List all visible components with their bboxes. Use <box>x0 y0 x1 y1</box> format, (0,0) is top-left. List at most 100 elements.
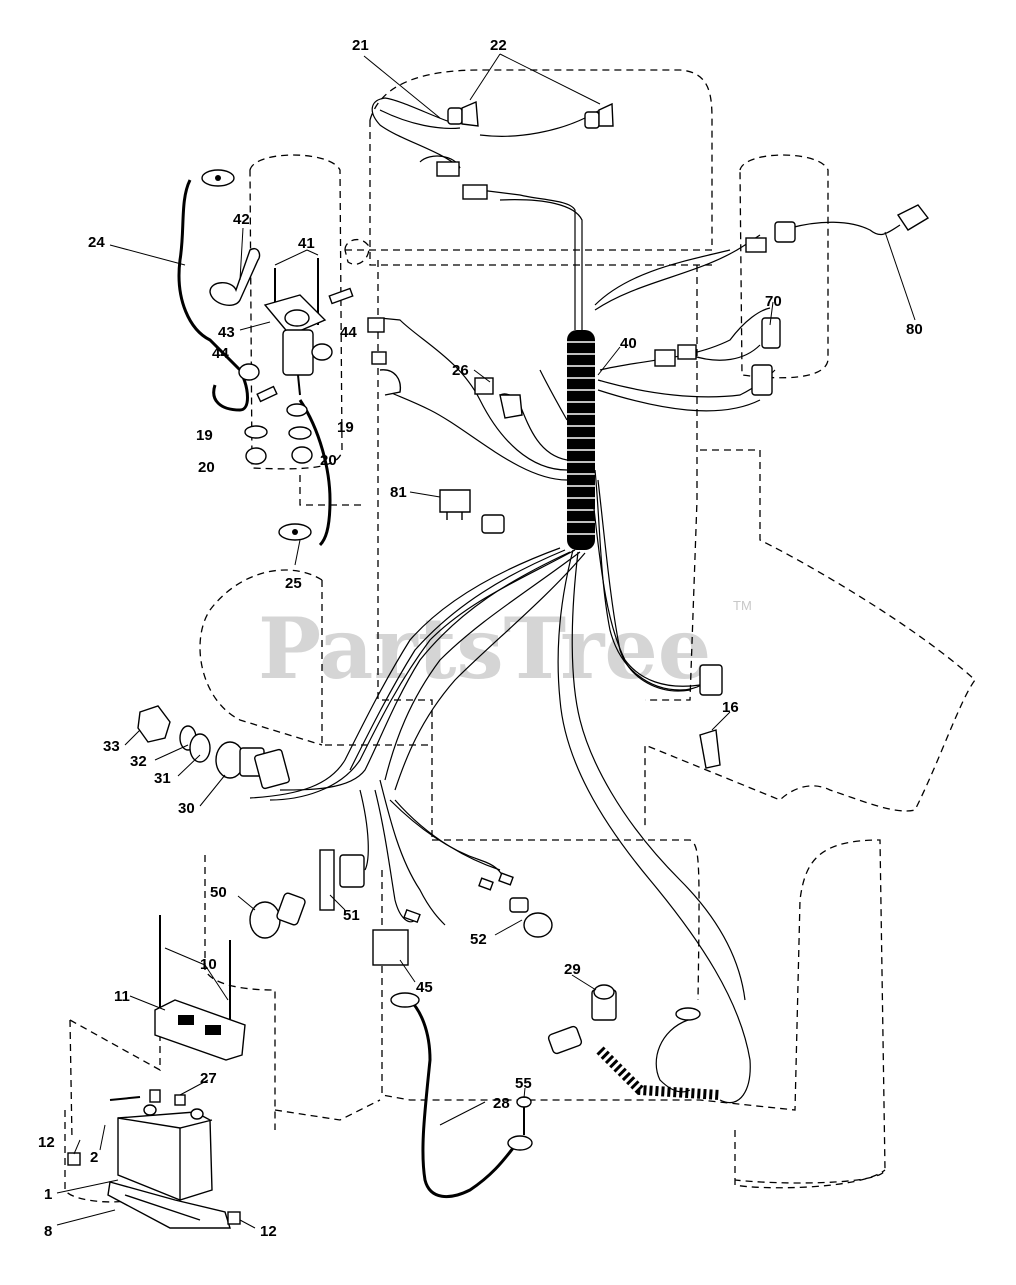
front-right-wheel <box>739 154 829 379</box>
callout-32: 32 <box>130 753 147 770</box>
deck-left <box>199 569 323 746</box>
tractor-outline <box>64 69 976 1203</box>
callout-42: 42 <box>233 211 250 228</box>
battery-side <box>69 1019 73 1141</box>
nut-44a <box>238 363 260 381</box>
callout-43: 43 <box>218 324 235 341</box>
callout-44-right: 44 <box>340 324 357 341</box>
washer-19a <box>244 425 268 439</box>
rear-right-wheel <box>734 1130 886 1189</box>
callout-81: 81 <box>390 484 407 501</box>
connector-51 <box>339 854 365 888</box>
callout-40: 40 <box>620 335 637 352</box>
callout-27: 27 <box>200 1070 217 1087</box>
watermark: PartsTree TM <box>258 598 752 698</box>
callout-19-left: 19 <box>196 427 213 444</box>
relay-70 <box>761 317 781 349</box>
nut-12b <box>227 1211 241 1225</box>
callout-80: 80 <box>906 321 923 338</box>
coil-cord <box>596 1046 721 1100</box>
light-50 <box>249 901 281 939</box>
switch-50 <box>276 892 306 926</box>
connector-81 <box>439 489 471 520</box>
callout-20-left: 20 <box>198 459 215 476</box>
nut-44b <box>311 343 333 361</box>
deck-center <box>321 580 432 746</box>
seat-top <box>432 839 700 1001</box>
callout-24: 24 <box>88 234 105 251</box>
wiring-harness <box>177 97 901 1199</box>
frame-front-tab <box>299 475 365 506</box>
washer-19b <box>288 426 312 440</box>
watermark-trademark: TM <box>733 598 752 613</box>
bracket-45 <box>372 929 409 966</box>
key-33 <box>137 705 171 743</box>
boot-42 <box>209 248 261 306</box>
callout-labels: 21 22 24 42 41 43 44 44 19 19 20 20 25 2… <box>38 37 923 1240</box>
callout-55: 55 <box>515 1075 532 1092</box>
switch-16 <box>699 729 721 769</box>
hood-outline <box>369 69 713 245</box>
callout-8: 8 <box>44 1223 52 1240</box>
harness-conduit <box>567 330 595 550</box>
switch-80 <box>896 204 930 231</box>
callout-50: 50 <box>210 884 227 901</box>
rear-body <box>381 839 886 1184</box>
ignition-switch-30 <box>215 741 290 790</box>
plate-51 <box>319 849 335 911</box>
rear-floor <box>274 1099 381 1121</box>
callout-20-right: 20 <box>320 452 337 469</box>
callout-51: 51 <box>343 907 360 924</box>
callout-1: 1 <box>44 1186 52 1203</box>
switch-52 <box>509 897 529 913</box>
callout-2: 2 <box>90 1149 98 1166</box>
callout-19-right: 19 <box>337 419 354 436</box>
callout-31: 31 <box>154 770 171 787</box>
callout-11: 11 <box>114 988 130 1005</box>
nut-20a <box>245 447 267 465</box>
callout-12-right: 12 <box>260 1223 277 1240</box>
callout-33: 33 <box>103 738 120 755</box>
connector-26b <box>499 394 523 419</box>
callout-52: 52 <box>470 931 487 948</box>
switch-29 <box>591 984 617 1021</box>
switch-right <box>699 664 723 696</box>
connector-coil <box>547 1025 583 1055</box>
callout-45: 45 <box>416 979 433 996</box>
hood-lower <box>369 120 712 266</box>
hood-pivot <box>344 238 370 265</box>
callout-22: 22 <box>490 37 507 54</box>
nut-12a <box>67 1152 81 1166</box>
callout-28: 28 <box>493 1095 510 1112</box>
connector-b <box>462 184 488 200</box>
callout-12-left: 12 <box>38 1134 55 1151</box>
connector-26a <box>474 377 494 395</box>
connector-a <box>436 161 460 177</box>
washer-31 <box>189 733 211 763</box>
deck-right <box>644 449 976 830</box>
nut-20b <box>291 446 313 464</box>
callout-10: 10 <box>200 956 217 973</box>
callout-25: 25 <box>285 575 302 592</box>
watermark-text: PartsTree <box>258 599 711 698</box>
headlight-left <box>447 100 479 127</box>
frame-right <box>645 265 698 701</box>
callout-16: 16 <box>722 699 739 716</box>
tray-8 <box>107 1181 231 1229</box>
battery-bracket <box>69 1019 161 1072</box>
callout-30: 30 <box>178 800 195 817</box>
front-left-wheel <box>249 154 343 470</box>
solenoid-43 <box>263 294 327 396</box>
callout-29: 29 <box>564 961 581 978</box>
callout-44-left: 44 <box>212 345 229 362</box>
callout-41: 41 <box>298 235 315 252</box>
relay-70b <box>751 364 773 396</box>
parts <box>67 100 930 1229</box>
light-52 <box>523 912 553 938</box>
headlight-right <box>584 102 614 129</box>
connector-81b <box>481 514 505 534</box>
frame-left <box>377 260 433 840</box>
callout-21: 21 <box>352 37 369 54</box>
